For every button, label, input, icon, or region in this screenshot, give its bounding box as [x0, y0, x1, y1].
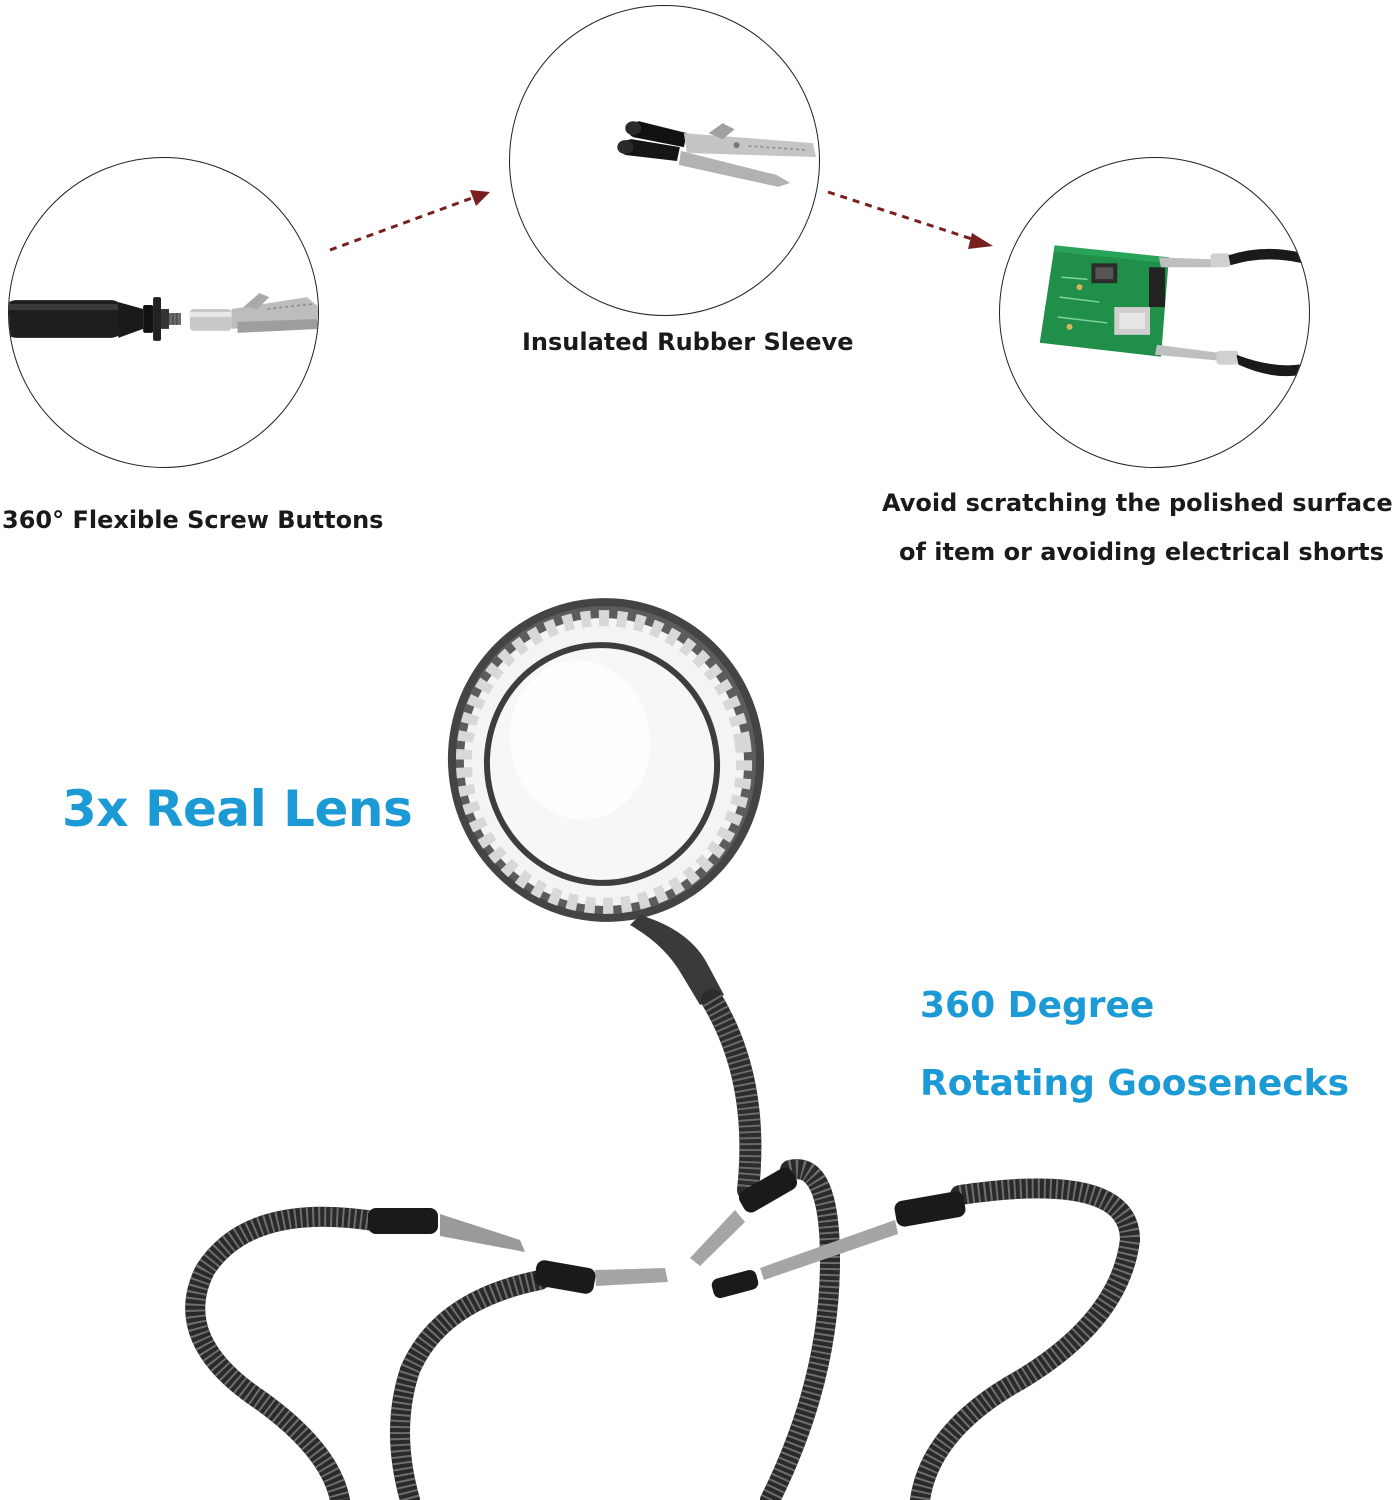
lens-feature-title: 3x Real Lens	[62, 780, 413, 838]
dashed-arrow-icon	[329, 190, 490, 252]
dashed-arrow-icon	[827, 190, 993, 249]
magnifier-product-image	[185, 598, 1141, 1500]
pcb-illustration	[1039, 245, 1309, 377]
gooseneck-feature-line-2: Rotating Goosenecks	[920, 1063, 1350, 1104]
screw-clip-illustration	[9, 293, 318, 341]
pcb-clamp-detail-image	[999, 157, 1310, 468]
screw-button-detail-image	[8, 157, 319, 468]
rubber-sleeve-caption: Insulated Rubber Sleeve	[522, 328, 854, 356]
screw-buttons-caption: 360° Flexible Screw Buttons	[2, 506, 384, 534]
avoid-caption-line-1: Avoid scratching the polished surface	[882, 489, 1393, 517]
rubber-sleeve-detail-image	[509, 5, 820, 316]
avoid-caption-line-2: of item or avoiding electrical shorts	[899, 538, 1384, 566]
gooseneck-feature-line-1: 360 Degree	[920, 985, 1155, 1026]
magnifier-lens	[447, 598, 765, 922]
insulated-clip-illustration	[617, 121, 817, 187]
